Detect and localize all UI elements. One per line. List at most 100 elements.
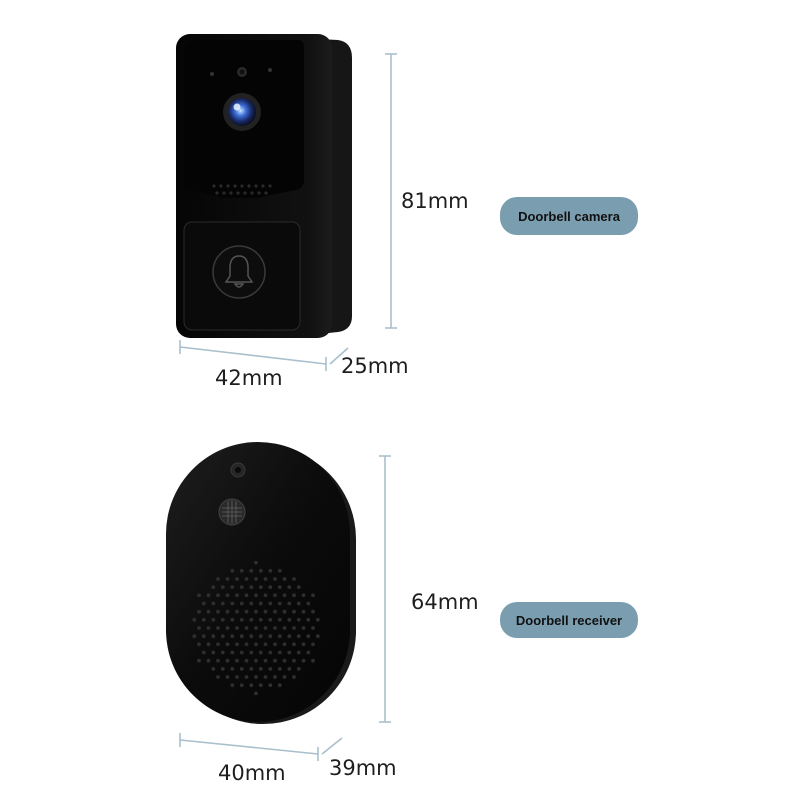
speaker-hole: [301, 609, 306, 614]
speaker-hole: [287, 650, 292, 655]
receiver-width-label: 40mm: [218, 761, 286, 785]
speaker-hole: [273, 593, 277, 598]
speaker-hole: [254, 609, 258, 614]
speaker-hole: [277, 585, 282, 589]
speaker-hole: [249, 667, 254, 671]
speaker-hole: [244, 658, 249, 663]
speaker-hole: [211, 650, 216, 655]
speaker-hole: [211, 667, 216, 671]
speaker-hole: [268, 667, 273, 671]
speaker-hole: [211, 585, 216, 589]
speaker-hole: [220, 617, 225, 622]
speaker-hole: [301, 626, 306, 630]
speaker-hole: [277, 634, 282, 639]
speaker-hole: [277, 683, 282, 688]
speaker-hole: [230, 568, 235, 573]
speaker-hole: [216, 675, 220, 679]
speaker-hole: [211, 634, 216, 639]
speaker-hole: [311, 642, 315, 647]
speaker-hole: [254, 658, 258, 663]
speaker-hole: [277, 617, 282, 622]
speaker-hole: [282, 577, 287, 581]
camera-name-label: Doorbell camera: [500, 197, 638, 235]
speaker-hole: [239, 650, 244, 655]
speaker-hole: [201, 634, 206, 639]
speaker-hole: [258, 634, 263, 639]
speaker-hole: [263, 609, 268, 614]
doorbell-button: [212, 245, 266, 299]
speaker-hole: [273, 642, 277, 647]
speaker-hole: [197, 642, 201, 647]
speaker-hole: [235, 642, 239, 647]
speaker-hole: [225, 675, 230, 679]
speaker-hole: [220, 650, 225, 655]
speaker-hole: [197, 626, 201, 630]
doorbell-camera: [176, 34, 352, 338]
speaker-hole: [273, 675, 277, 679]
speaker-hole: [292, 626, 296, 630]
speaker-hole: [244, 642, 249, 647]
speaker-hole: [292, 609, 296, 614]
speaker-hole: [254, 642, 258, 647]
speaker-hole: [263, 577, 268, 581]
speaker-hole: [301, 593, 306, 598]
speaker-hole: [292, 675, 296, 679]
speaker-hole: [249, 634, 254, 639]
speaker-hole: [249, 650, 254, 655]
speaker-hole: [235, 609, 239, 614]
speaker-hole: [225, 609, 230, 614]
speaker-hole: [220, 585, 225, 589]
speaker-hole: [306, 601, 311, 606]
speaker-hole: [268, 568, 273, 573]
speaker-hole: [244, 626, 249, 630]
speaker-hole: [192, 634, 197, 639]
speaker-hole: [230, 650, 235, 655]
speaker-hole: [216, 577, 220, 581]
speaker-hole: [192, 617, 197, 622]
speaker-hole: [282, 593, 287, 598]
receiver-depth-label: 39mm: [329, 756, 397, 780]
doorbell-receiver: [166, 442, 356, 724]
speaker-hole: [225, 577, 230, 581]
speaker-hole: [296, 585, 301, 589]
speaker-hole: [206, 626, 211, 630]
speaker-hole: [296, 634, 301, 639]
speaker-hole: [230, 601, 235, 606]
speaker-hole: [239, 634, 244, 639]
speaker-hole: [296, 601, 301, 606]
speaker-hole: [201, 601, 206, 606]
speaker-hole: [287, 634, 292, 639]
speaker-hole: [197, 593, 201, 598]
speaker-hole: [206, 658, 211, 663]
speaker-hole: [239, 667, 244, 671]
speaker-hole: [258, 617, 263, 622]
speaker-hole: [249, 683, 254, 688]
speaker-hole: [277, 667, 282, 671]
speaker-hole: [211, 617, 216, 622]
receiver-dimension-lines: [179, 455, 391, 761]
speaker-hole: [235, 577, 239, 581]
speaker-hole: [273, 626, 277, 630]
speaker-hole: [254, 626, 258, 630]
speaker-hole: [197, 609, 201, 614]
speaker-hole: [263, 642, 268, 647]
speaker-hole: [268, 601, 273, 606]
speaker-hole: [230, 585, 235, 589]
speaker-hole: [287, 585, 292, 589]
speaker-hole: [230, 634, 235, 639]
speaker-hole: [201, 617, 206, 622]
speaker-hole: [249, 601, 254, 606]
speaker-hole: [306, 650, 311, 655]
speaker-hole: [254, 560, 258, 565]
speaker-hole: [225, 658, 230, 663]
speaker-hole: [268, 585, 273, 589]
speaker-hole: [249, 585, 254, 589]
speaker-hole: [311, 593, 315, 598]
speaker-hole: [206, 642, 211, 647]
speaker-hole: [239, 585, 244, 589]
speaker-hole: [220, 601, 225, 606]
speaker-hole: [311, 626, 315, 630]
receiver-speaker-grille: [192, 560, 320, 696]
speaker-hole: [282, 675, 287, 679]
